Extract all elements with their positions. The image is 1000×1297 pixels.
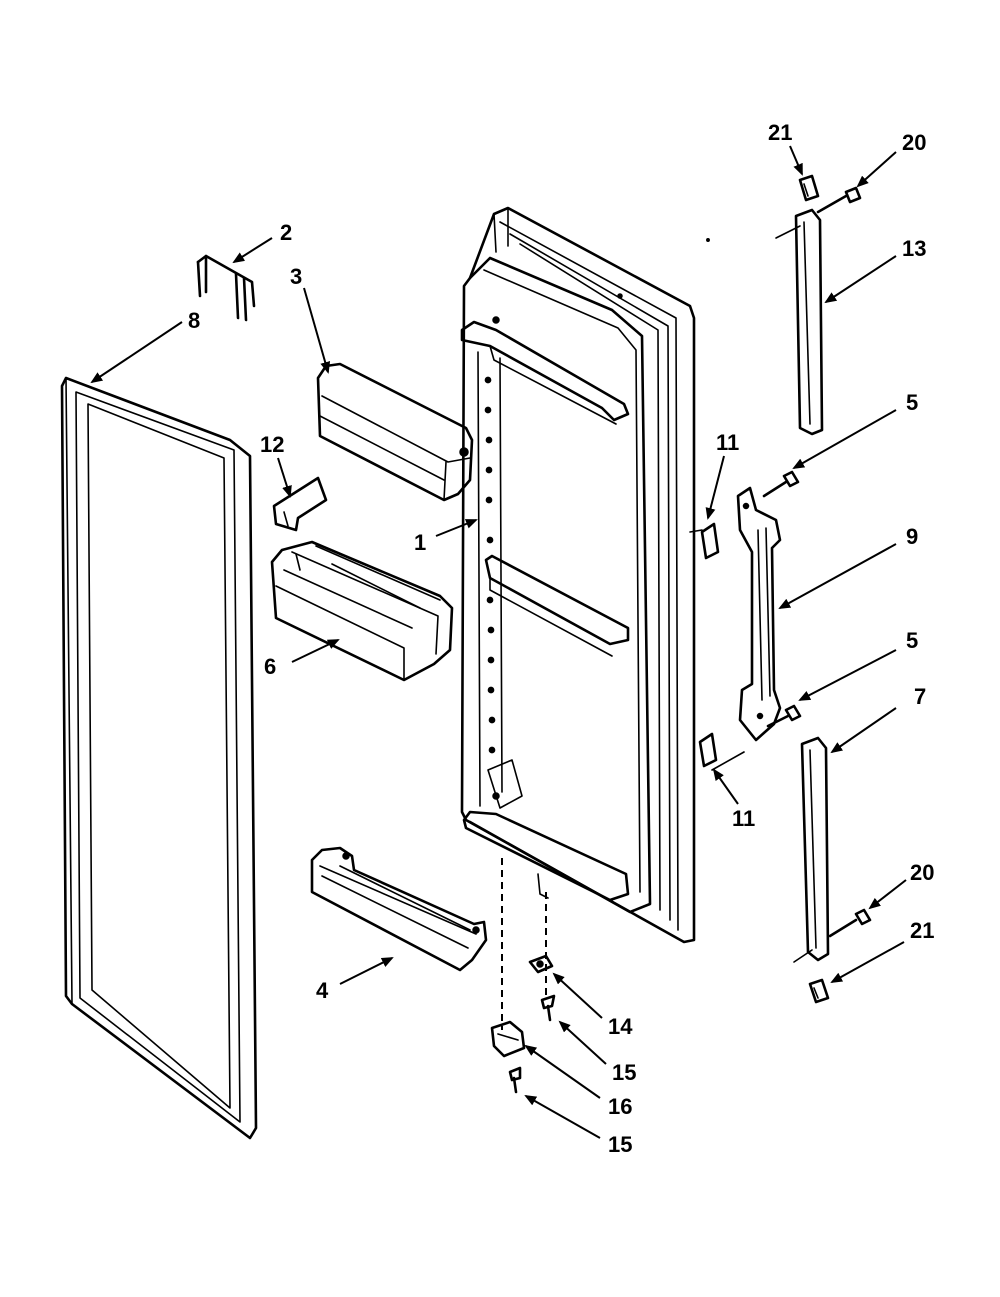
- part-screw-top: [816, 186, 862, 214]
- callout-16: 16: [608, 1094, 632, 1119]
- callout-20-top: 20: [902, 130, 926, 155]
- callout-1: 1: [414, 530, 426, 555]
- part-handle-trim-lower: [793, 736, 830, 963]
- part-screw-bottom: [828, 908, 872, 938]
- callout-13: 13: [902, 236, 926, 261]
- leader-20a: [856, 151, 897, 188]
- leader-lines: [90, 145, 907, 1139]
- leader-7: [830, 707, 897, 754]
- leader-4: [339, 957, 394, 985]
- part-end-cap-bottom: [808, 978, 830, 1004]
- part-screw-hinge-upper: [540, 994, 556, 1022]
- leader-15b: [524, 1095, 601, 1139]
- callout-12: 12: [260, 432, 284, 457]
- part-spacer-top: [689, 522, 720, 560]
- leader-5a: [792, 409, 897, 469]
- part-hinge-bracket: [490, 1020, 526, 1058]
- part-handle-trim-upper: [775, 208, 824, 436]
- part-dairy-bin: [270, 540, 454, 682]
- part-clip: [196, 254, 256, 322]
- callout-5-top: 5: [906, 390, 918, 415]
- callout-labels: 2 3 8 12 1 6 4 21 20 13 5 11 9 5 7 11 20…: [188, 120, 934, 1157]
- part-dairy-door: [316, 362, 474, 502]
- leader-3: [303, 287, 331, 374]
- leader-6: [291, 639, 340, 663]
- leader-15a: [558, 1020, 607, 1065]
- part-door-assembly: [460, 206, 696, 944]
- callout-14: 14: [608, 1014, 633, 1039]
- part-hinge-pin: [528, 954, 554, 974]
- callout-15-lower: 15: [608, 1132, 632, 1157]
- leader-16: [524, 1044, 601, 1099]
- callout-8: 8: [188, 308, 200, 333]
- leader-9: [778, 543, 897, 609]
- callout-9: 9: [906, 524, 918, 549]
- leader-20b: [868, 879, 907, 910]
- part-spacer-bottom: [698, 732, 745, 771]
- callout-11-top: 11: [716, 430, 739, 455]
- part-door-bin: [310, 846, 488, 972]
- part-screw-hinge-lower: [508, 1066, 522, 1094]
- leader-11b: [712, 768, 739, 805]
- part-screw-handle-top: [762, 470, 800, 498]
- part-door-handle: [736, 486, 782, 742]
- leader-2: [232, 237, 273, 264]
- callout-15-upper: 15: [612, 1060, 636, 1085]
- leader-5b: [798, 649, 897, 701]
- leader-21a: [789, 145, 803, 176]
- leader-13: [824, 255, 897, 304]
- leader-8: [90, 321, 183, 384]
- callout-21-bottom: 21: [910, 918, 934, 943]
- part-screw-handle-bottom: [766, 704, 802, 728]
- leader-12: [277, 457, 292, 498]
- callout-3: 3: [290, 264, 302, 289]
- callout-20-bottom: 20: [910, 860, 934, 885]
- part-door-gasket: [60, 376, 258, 1140]
- callout-6: 6: [264, 654, 276, 679]
- callout-4: 4: [316, 978, 329, 1003]
- callout-21-top: 21: [768, 120, 792, 145]
- callout-7: 7: [914, 684, 926, 709]
- callout-2: 2: [280, 220, 292, 245]
- callout-11-bottom: 11: [732, 806, 755, 831]
- leader-11a: [705, 455, 725, 520]
- part-end-cap-top: [798, 174, 820, 202]
- stray-mark: [706, 238, 710, 242]
- leader-1: [435, 519, 478, 537]
- leader-21b: [830, 941, 905, 983]
- leader-14: [552, 972, 603, 1019]
- callout-5-bottom: 5: [906, 628, 918, 653]
- part-small-bracket: [272, 476, 328, 532]
